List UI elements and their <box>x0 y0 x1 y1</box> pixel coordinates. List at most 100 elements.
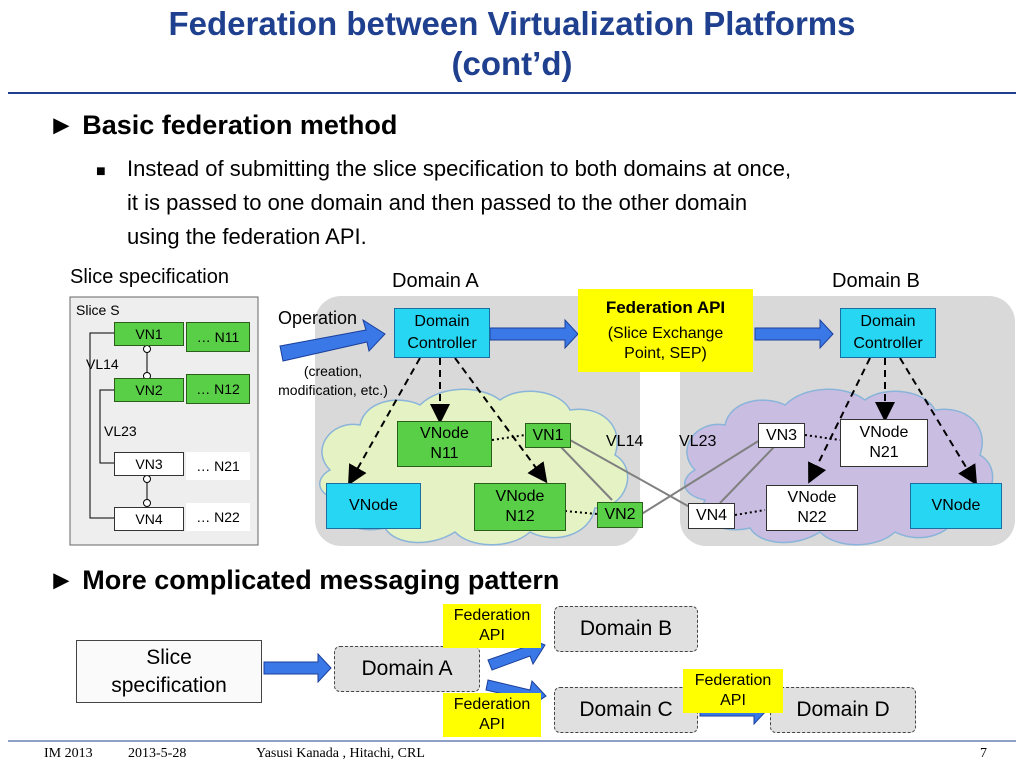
diagram2-fed-api-ab-line2: API <box>479 627 505 644</box>
spec-n21-tag: … N21 <box>186 452 250 480</box>
vnode-n22-line1: VNode <box>787 489 837 506</box>
operation-note: (creation, modification, etc.) <box>266 362 400 400</box>
vnode-n21: VNode N21 <box>840 419 928 467</box>
spec-vn2: VN2 <box>114 378 184 402</box>
dotted-vn3-n21 <box>804 434 841 441</box>
arrow-sep-to-dcb <box>754 318 834 350</box>
vl14-line <box>569 439 696 511</box>
diagram2-domain-c: Domain C <box>554 687 698 733</box>
spec-n11-tag: … N11 <box>186 322 250 352</box>
vnode-n21-line1: VNode <box>859 424 909 441</box>
footer-author: Yasusi Kanada , Hitachi, CRL <box>256 746 425 761</box>
section1-heading-text: Basic federation method <box>82 110 398 140</box>
diagram2-fed-api-cd: Federation API <box>683 669 783 713</box>
slide-title: Federation between Virtualization Platfo… <box>0 4 1024 84</box>
domain-b-controller: Domain Controller <box>840 308 936 358</box>
federation-api-sub-line2: Point, SEP) <box>624 344 707 362</box>
tree-node-4 <box>143 499 151 507</box>
spec-vn1: VN1 <box>114 322 184 346</box>
tree-node-3 <box>143 475 151 483</box>
sub-bullet-icon: ■ <box>96 163 106 180</box>
spec-vn4: VN4 <box>114 507 184 531</box>
diagram2-fed-api-ac-line1: Federation <box>453 696 531 713</box>
spec-vn3: VN3 <box>114 452 184 476</box>
slide-title-line1: Federation between Virtualization Platfo… <box>168 5 856 42</box>
diagram2-domain-b: Domain B <box>554 606 698 652</box>
section1-text-line2: it is passed to one domain and then pass… <box>127 190 748 215</box>
domain-a-controller-line1: Domain <box>414 313 470 330</box>
dashed-arrow-dca-n12 <box>454 357 548 484</box>
dotted-n12-vn2 <box>564 510 598 515</box>
tree-node-1 <box>143 345 151 353</box>
domain-a-controller: Domain Controller <box>394 308 490 358</box>
dashed-arrow-dcb-n22 <box>808 357 871 484</box>
operation-arrow <box>279 318 386 362</box>
slice-spec-label: Slice specification <box>70 266 229 288</box>
section2-bullet-icon: ► <box>48 565 75 595</box>
vn1-vn2-line <box>559 445 613 501</box>
diagram2-fed-api-ac-line2: API <box>479 716 505 733</box>
diagram2-domain-a: Domain A <box>334 646 480 692</box>
vnode-n22-line2: N22 <box>797 509 827 526</box>
dotted-n11-vn1 <box>491 434 526 441</box>
vnode-domain-b: VNode <box>910 483 1002 529</box>
operation-note-line1: (creation, <box>303 363 363 379</box>
federation-api-sep: Federation API (Slice Exchange Point, SE… <box>578 289 753 372</box>
vn3-vn4-line <box>719 445 776 504</box>
vnode-n21-line2: N21 <box>869 444 899 461</box>
center-vl14-label: VL14 <box>606 433 644 450</box>
section2-heading-text: More complicated messaging pattern <box>82 565 560 595</box>
operation-label: Operation <box>278 308 358 328</box>
diagram2-slice-spec-line1: Slice <box>146 645 192 669</box>
section2-heading: ► More complicated messaging pattern <box>48 565 559 596</box>
diagram2-domain-d: Domain D <box>770 687 916 733</box>
vnode-n12-line1: VNode <box>495 488 545 505</box>
spec-n22-tag: … N22 <box>186 503 250 531</box>
diagram2-slice-spec-line2: specification <box>111 673 227 697</box>
footer-date: 2013-5-28 <box>128 746 187 761</box>
vnode-domain-a: VNode <box>326 483 421 529</box>
center-vl23-label: VL23 <box>679 433 717 450</box>
vnode-n22: VNode N22 <box>766 485 858 531</box>
section1-text-line3: using the federation API. <box>127 224 367 249</box>
vnode-n11-line2: N11 <box>430 445 459 462</box>
vnode-n11-line1: VNode <box>420 425 469 442</box>
domain-a-label: Domain A <box>392 270 479 292</box>
spec-n12-tag: … N12 <box>186 374 250 404</box>
vnode-n11: VNode N11 <box>397 421 492 467</box>
vl23-line <box>639 439 761 516</box>
arrow-dca-to-sep <box>489 318 579 350</box>
diagram2-fed-api-cd-line1: Federation <box>694 672 772 689</box>
domain-b-label: Domain B <box>832 270 920 292</box>
federation-api-title: Federation API <box>605 297 726 317</box>
vnode-n12: VNode N12 <box>474 483 566 531</box>
center-vn2: VN2 <box>597 502 643 528</box>
diagram2-slice-spec: Slice specification <box>76 640 262 703</box>
footer-page-number: 7 <box>980 746 987 761</box>
vnode-n12-line2: N12 <box>505 508 535 525</box>
title-divider <box>8 92 1016 94</box>
section1-description: Instead of submitting the slice specific… <box>127 152 791 254</box>
diagram2-fed-api-ac: Federation API <box>443 693 541 737</box>
domain-b-controller-line1: Domain <box>860 313 916 330</box>
section1-text-line1: Instead of submitting the slice specific… <box>127 156 792 181</box>
center-vn3: VN3 <box>758 423 805 448</box>
center-vn4: VN4 <box>688 503 735 529</box>
tree-line-vl23 <box>99 389 115 464</box>
dotted-vn4-n22 <box>734 509 766 516</box>
tree-line-vl14 <box>89 332 115 519</box>
section1-bullet-icon: ► <box>48 110 75 140</box>
spec-vl14-label: VL14 <box>86 356 119 372</box>
footer-conference: IM 2013 <box>44 746 93 761</box>
diagram2-fed-api-ab-line1: Federation <box>453 607 531 624</box>
federation-api-sub-line1: (Slice Exchange <box>607 324 724 342</box>
section1-heading: ► Basic federation method <box>48 110 397 141</box>
diagram2-fed-api-cd-line2: API <box>720 692 746 709</box>
operation-note-line2: modification, etc.) <box>278 382 388 398</box>
dashed-arrow-dcb-vnode-b <box>899 357 978 486</box>
spec-vl23-label: VL23 <box>104 423 137 439</box>
arrow-spec-to-domain-a <box>263 652 332 684</box>
diagram2-fed-api-ab: Federation API <box>443 604 541 648</box>
slice-s-label: Slice S <box>76 302 120 318</box>
domain-b-controller-line2: Controller <box>853 335 923 352</box>
